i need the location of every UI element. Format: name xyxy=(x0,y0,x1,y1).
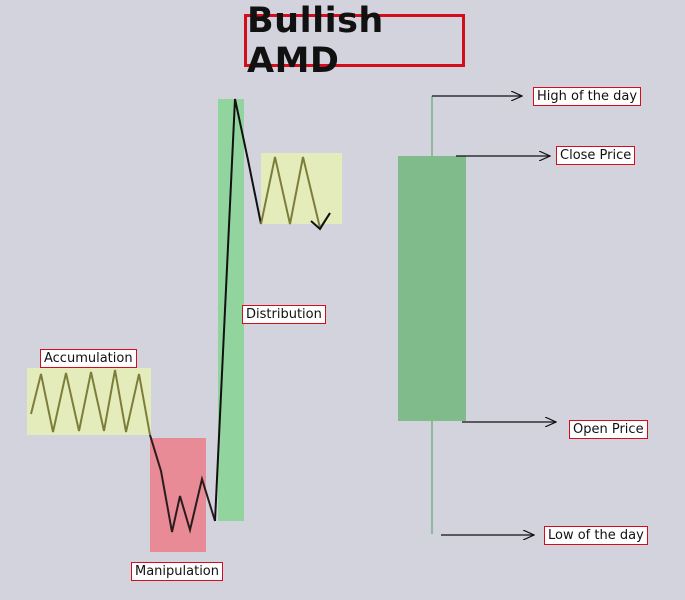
accumulation-price-path xyxy=(30,369,151,436)
manipulation-label: Manipulation xyxy=(131,562,224,581)
accumulation-label: Accumulation xyxy=(40,349,137,368)
candle-body xyxy=(398,156,466,421)
manipulation-zone xyxy=(150,438,206,552)
high-of-day-label: High of the day xyxy=(533,87,642,106)
distribution-label: Distribution xyxy=(242,305,326,324)
diagram-title: Bullish AMD xyxy=(244,1,465,81)
close-price-label: Close Price xyxy=(556,146,636,165)
open-price-label: Open Price xyxy=(569,420,648,439)
post-distribution-arrowhead xyxy=(310,212,331,231)
manipulation-price-path xyxy=(149,434,216,534)
distribution-price-path xyxy=(214,98,262,522)
low-of-day-label: Low of the day xyxy=(544,526,648,545)
